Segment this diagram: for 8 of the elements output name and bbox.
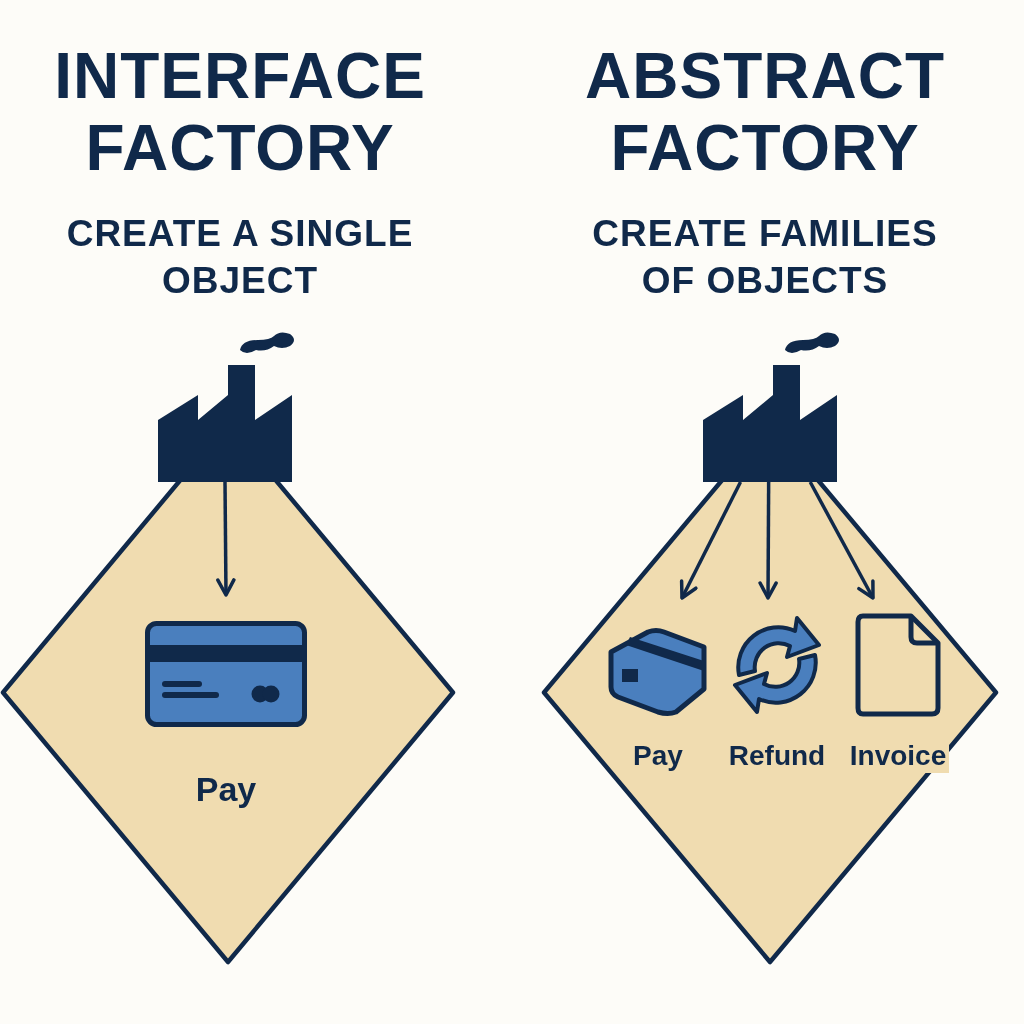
arrow	[216, 482, 236, 597]
heading-text: ABSTRACT FACTORY	[584, 40, 946, 184]
arrow	[679, 481, 743, 600]
heading-text: CREATE FAMILIES OF OBJECTS	[591, 212, 939, 303]
arrow	[758, 482, 778, 600]
heading-text: INTERFACE FACTORY	[53, 40, 427, 184]
heading-text: CREATE A SINGLE OBJECT	[65, 212, 415, 303]
arrow	[808, 481, 875, 600]
